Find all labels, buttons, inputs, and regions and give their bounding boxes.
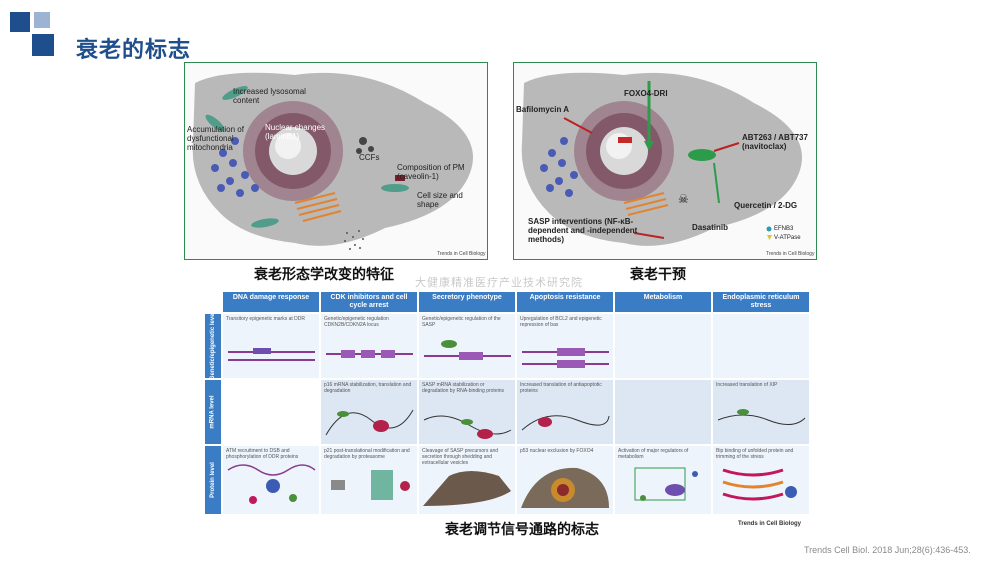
label-quercetin: Quercetin / 2-DG	[734, 201, 798, 210]
deco-square-dark-2	[32, 34, 54, 56]
intervention-figure: ☠ Bafilomycin A FOXO4-DRI ABT263 / ABT73…	[513, 62, 817, 260]
table-row: p16 mRNA stabilization, translation and …	[223, 380, 809, 444]
caption-signaling: 衰老调节信号通路的标志	[445, 522, 599, 538]
cell-illustration	[192, 72, 473, 250]
watermark: 大健康精准医疗产业技术研究院	[415, 276, 583, 289]
slide-title: 衰老的标志	[76, 38, 192, 63]
table-source: Trends in Cell Biology	[738, 521, 802, 527]
label-vatpase: V-ATPase	[774, 235, 801, 241]
svg-text:☠: ☠	[678, 192, 689, 206]
citation: Trends Cell Biol. 2018 Jun;28(6):436-453…	[804, 545, 971, 555]
label-sasp: SASP interventions (NF-κB-dependent and …	[528, 217, 638, 244]
table-cell	[615, 380, 711, 444]
table-cell: Cleavage of SASP precursors and secretio…	[419, 446, 515, 514]
intervention-illustration: ☠	[521, 72, 802, 246]
deco-square-dark	[10, 12, 30, 32]
label-bafilomycin: Bafilomycin A	[516, 105, 570, 114]
label-abt: ABT263 / ABT737 (navitoclax)	[742, 133, 808, 151]
column-header: Endoplasmic reticulum stress	[713, 292, 809, 312]
label-lysosomal: Increased lysosomal content	[233, 87, 306, 105]
column-header: DNA damage response	[223, 292, 319, 312]
label-efnb3: EFNB3	[774, 226, 794, 232]
column-header: Metabolism	[615, 292, 711, 312]
label-ccfs: CCFs	[359, 153, 380, 162]
deco-square-light	[34, 12, 50, 28]
table-cell	[713, 314, 809, 378]
row-label: mRNA level	[205, 380, 221, 444]
table-cell: Genetic/epigenetic regulation of the SAS…	[419, 314, 515, 378]
caption-intervention: 衰老干预	[630, 267, 686, 283]
table-row: ATM recruitment to DSB and phosphorylati…	[223, 446, 809, 514]
table-cell	[223, 380, 319, 444]
table-cell: Increased translation of XIP	[713, 380, 809, 444]
table-cell: p16 mRNA stabilization, translation and …	[321, 380, 417, 444]
table-cell: Upregulation of BCL2 and epigenetic repr…	[517, 314, 613, 378]
label-pm: Composition of PM (caveolin-1)	[397, 163, 465, 181]
column-header: Apoptosis resistance	[517, 292, 613, 312]
hallmarks-table: DNA damage response CDK inhibitors and c…	[205, 292, 809, 514]
table-cell: SASP mRNA stabilization or degradation b…	[419, 380, 515, 444]
table-cell: Genetic/epigenetic regulation CDKN2B/CDK…	[321, 314, 417, 378]
row-label: Protein level	[205, 446, 221, 514]
table-header: DNA damage response CDK inhibitors and c…	[223, 292, 809, 312]
table-cell: Bip binding of unfolded protein and trim…	[713, 446, 809, 514]
column-header: CDK inhibitors and cell cycle arrest	[321, 292, 417, 312]
label-nuclear: Nuclear changes (laminB1)	[265, 123, 326, 141]
label-dasatinib: Dasatinib	[692, 223, 729, 232]
figure-source: Trends in Cell Biology	[437, 251, 486, 257]
label-mitochondria: Accumulation of dysfunctional mitochondr…	[187, 125, 244, 152]
morphology-figure: Increased lysosomal content Accumulation…	[184, 62, 488, 260]
label-cell-size: Cell size and shape	[417, 191, 463, 209]
table-cell: ATM recruitment to DSB and phosphorylati…	[223, 446, 319, 514]
row-label: Genetic/epigenetic level	[205, 312, 221, 380]
table-cell: p53 nuclear exclusion by FOXO4	[517, 446, 613, 514]
table-row: Transitory epigenetic marks at DDR Genet…	[223, 314, 809, 378]
figure-source: Trends in Cell Biology	[766, 251, 815, 257]
label-foxo4: FOXO4-DRI	[624, 89, 668, 98]
table-cell: Increased translation of antiapoptotic p…	[517, 380, 613, 444]
table-cell: p21 post-translational modification and …	[321, 446, 417, 514]
table-cell	[615, 314, 711, 378]
column-header: Secretory phenotype	[419, 292, 515, 312]
table-cell: Transitory epigenetic marks at DDR	[223, 314, 319, 378]
caption-morphology: 衰老形态学改变的特征	[254, 267, 394, 283]
table-cell: Activation of major regulators of metabo…	[615, 446, 711, 514]
